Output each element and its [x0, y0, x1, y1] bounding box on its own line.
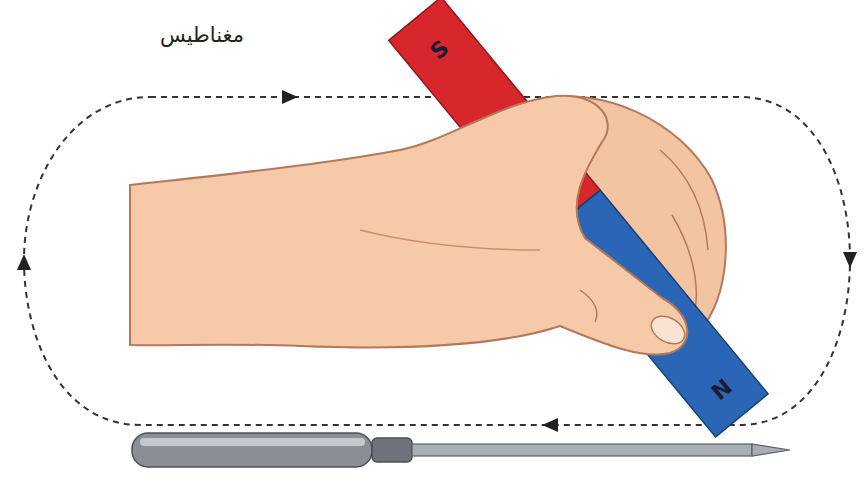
arrow-head: [282, 90, 298, 104]
arrow-head: [542, 418, 558, 432]
thumb-nail: [646, 311, 689, 350]
part-label: مغناطيس: [160, 24, 244, 47]
hand-palm: [130, 96, 687, 355]
screwdriver: [132, 433, 790, 467]
thumb-crease: [580, 290, 597, 322]
arrow-head: [843, 252, 857, 268]
arrow-head: [17, 254, 31, 270]
finger-crease: [660, 150, 708, 250]
palm-crease: [360, 230, 540, 250]
